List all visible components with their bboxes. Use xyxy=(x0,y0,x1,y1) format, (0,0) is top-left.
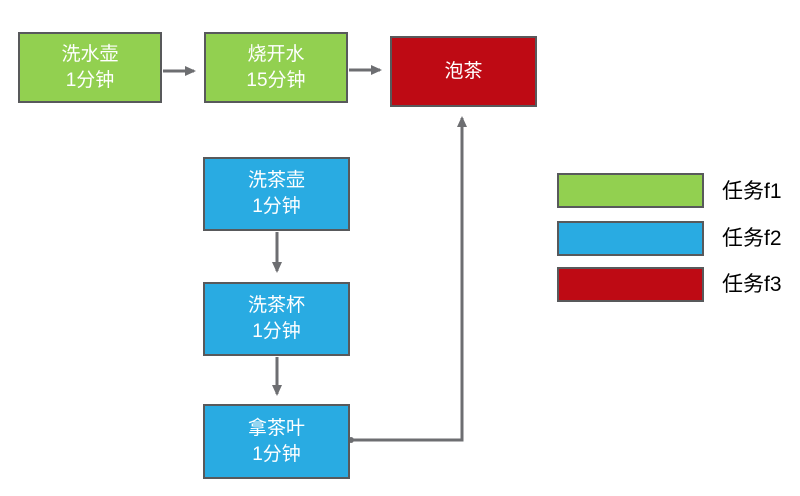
node-get-tea-leaves-title: 拿茶叶 xyxy=(247,417,305,439)
node-wash-teapot-duration: 1分钟 xyxy=(252,196,301,217)
node-get-tea-leaves: 拿茶叶 1分钟 xyxy=(203,404,350,479)
node-boil-water-duration: 15分钟 xyxy=(246,69,306,91)
legend-label-f1: 任务f1 xyxy=(722,180,782,203)
legend-swatch-f3 xyxy=(557,267,704,302)
legend-label-f2: 任务f2 xyxy=(722,227,782,250)
node-brew-tea-title: 泡茶 xyxy=(444,60,483,82)
legend-swatch-f1 xyxy=(557,173,704,208)
node-wash-teapot-title: 洗茶壶 xyxy=(247,170,305,192)
legend-label-f3: 任务f3 xyxy=(722,273,782,296)
node-wash-teacup: 洗茶杯 1分钟 xyxy=(203,282,350,356)
node-wash-kettle-duration: 1分钟 xyxy=(65,69,115,91)
node-wash-kettle-title: 洗水壶 xyxy=(61,43,119,65)
legend-swatch-f2 xyxy=(557,221,704,256)
node-wash-teapot: 洗茶壶 1分钟 xyxy=(203,157,350,231)
node-wash-kettle: 洗水壶 1分钟 xyxy=(18,32,162,103)
arrow-get-tea-leaves-to-brew-tea xyxy=(351,116,467,442)
node-brew-tea: 泡茶 xyxy=(390,36,537,107)
node-wash-teacup-duration: 1分钟 xyxy=(252,321,301,342)
node-wash-teacup-title: 洗茶杯 xyxy=(247,295,305,317)
node-boil-water-title: 烧开水 xyxy=(247,43,305,65)
node-get-tea-leaves-duration: 1分钟 xyxy=(252,443,301,465)
node-boil-water: 烧开水 15分钟 xyxy=(204,32,348,103)
